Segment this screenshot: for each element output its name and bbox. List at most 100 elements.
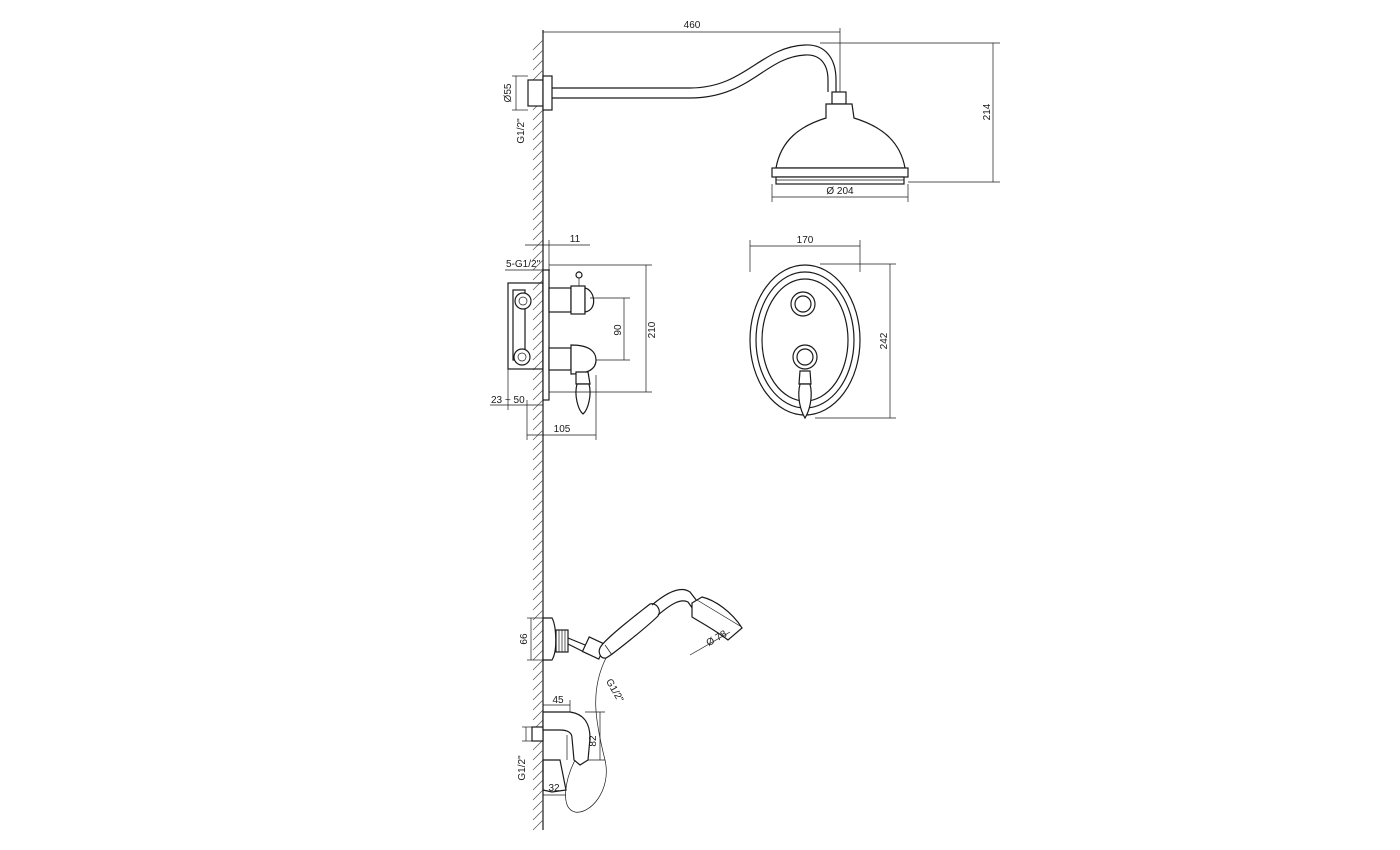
dim-valve-projection: 105 — [554, 424, 571, 435]
diverter-knob-cap — [570, 285, 586, 315]
dim-valve-depth-min: 11 — [570, 234, 581, 245]
wall-hatch-line — [532, 179, 544, 191]
wall-hatch-line — [532, 349, 544, 361]
wall-hatch-line — [532, 699, 544, 711]
wall-hatch-line — [532, 629, 544, 641]
dim-plate-width: 170 — [797, 235, 814, 246]
wall-hatch-line — [532, 569, 544, 581]
wall-hatch-line — [532, 769, 544, 781]
wall-hatch-line — [532, 459, 544, 471]
wall-hatch-line — [532, 509, 544, 521]
wall-hatch-line — [532, 779, 544, 791]
wall-hatch-line — [532, 199, 544, 211]
wall-hatch-line — [532, 749, 544, 761]
diverter-knob-base — [548, 287, 572, 313]
dim-holder-height: 82 — [588, 735, 599, 747]
wall-hatch-line — [532, 329, 544, 341]
wall-hatch-line — [532, 589, 544, 601]
wall-hatch-line — [532, 499, 544, 511]
valve-faceplate-edge — [542, 269, 550, 401]
wall-hatch-line — [532, 539, 544, 551]
wall-hatch-line — [532, 639, 544, 651]
wall-hatch-line — [532, 109, 544, 121]
wall-elbow-rose — [542, 617, 557, 661]
dim-head-diameter: Ø 204 — [826, 186, 854, 197]
dim-plate-height: 242 — [879, 332, 890, 349]
shower-arm-bottom — [552, 54, 829, 99]
wall-hatch-line — [532, 119, 544, 131]
wall-hatch-line — [532, 159, 544, 171]
wall-hatch-line — [532, 229, 544, 241]
wall-hatch-line — [532, 529, 544, 541]
dim-holder-projection: 45 — [552, 695, 564, 706]
rain-head-face — [775, 176, 905, 185]
wall-hatch-line — [532, 419, 544, 431]
wall-hatch-line — [532, 279, 544, 291]
rain-head-rim — [771, 167, 909, 178]
wall-hatch-line — [532, 439, 544, 451]
lever-front — [798, 383, 812, 420]
rain-head-dome — [775, 103, 906, 169]
dim-valve-outlets: 5-G1/2" — [506, 259, 541, 270]
wall-hatch-line — [532, 739, 544, 751]
dim-elbow-height: 66 — [519, 633, 530, 645]
outlet-base — [542, 759, 567, 793]
front-plate-dimensions: 170 242 — [749, 235, 896, 419]
wall-hatch-line — [532, 409, 544, 421]
wall-hatch-line — [532, 269, 544, 281]
wall-hatch-line — [532, 209, 544, 221]
dim-arm-length: 460 — [684, 20, 701, 31]
wall-hatch-line — [532, 39, 544, 51]
wall-hatch-line — [532, 469, 544, 481]
wall-hatch-line — [532, 709, 544, 721]
wall-hatch-line — [532, 619, 544, 631]
hand-shower-assembly — [542, 588, 743, 813]
wall-hatch-line — [532, 799, 544, 811]
wall-hatch-line — [532, 289, 544, 301]
wall-hatch-line — [532, 549, 544, 561]
wall-hatch-line — [532, 249, 544, 261]
wall-hatch-line — [532, 59, 544, 71]
wall-hatch-line — [532, 649, 544, 661]
wall-hatch-line — [532, 319, 544, 331]
wall-hatch-line — [532, 389, 544, 401]
wall-hatch-line — [532, 759, 544, 771]
dim-arm-thread: G1/2" — [516, 118, 527, 144]
wall-hatch-line — [532, 299, 544, 311]
wall-hatch-line — [532, 189, 544, 201]
valve-front-plate — [749, 264, 861, 420]
wall-hatch-line — [532, 669, 544, 681]
dim-handle-spacing: 90 — [613, 324, 624, 336]
dim-flange-diameter: Ø55 — [503, 83, 514, 102]
wall-hatch-line — [532, 129, 544, 141]
wall-hatch-line — [532, 379, 544, 391]
wall-outlet-dimensions: 45 82 G1/2" 32 — [517, 695, 605, 796]
outlet-connector — [531, 726, 544, 742]
wall-hatch-line — [532, 49, 544, 61]
wall-hatch-line — [532, 169, 544, 181]
wall-outlet-holder — [531, 711, 591, 793]
valve-dimensions: 11 5-G1/2" 90 210 23 ~ 50 105 — [490, 230, 658, 440]
arm-connector — [831, 91, 847, 105]
wall-hatch-line — [532, 789, 544, 801]
wall-hatch-line — [532, 149, 544, 161]
outlet-body — [542, 711, 591, 766]
wall-hatch-line — [532, 309, 544, 321]
wall-hatch-line — [532, 259, 544, 271]
wall — [532, 30, 544, 831]
wall-hatch-line — [532, 819, 544, 831]
hose — [565, 657, 607, 813]
wall-hatch-line — [532, 809, 544, 821]
hand-shower-handle — [598, 603, 660, 659]
handle-dome — [570, 344, 597, 375]
wall-hatch-line — [532, 679, 544, 691]
wall-hatch-line — [532, 489, 544, 501]
overhead-shower — [527, 44, 909, 185]
wall-hatch-line — [532, 339, 544, 351]
hand-shower-head — [691, 596, 743, 641]
dim-install-range: 23 ~ 50 — [491, 395, 525, 406]
wall-hatch-line — [532, 559, 544, 571]
dim-hose-thread: G1/2" — [603, 677, 625, 705]
wall-hatch-line — [532, 69, 544, 81]
